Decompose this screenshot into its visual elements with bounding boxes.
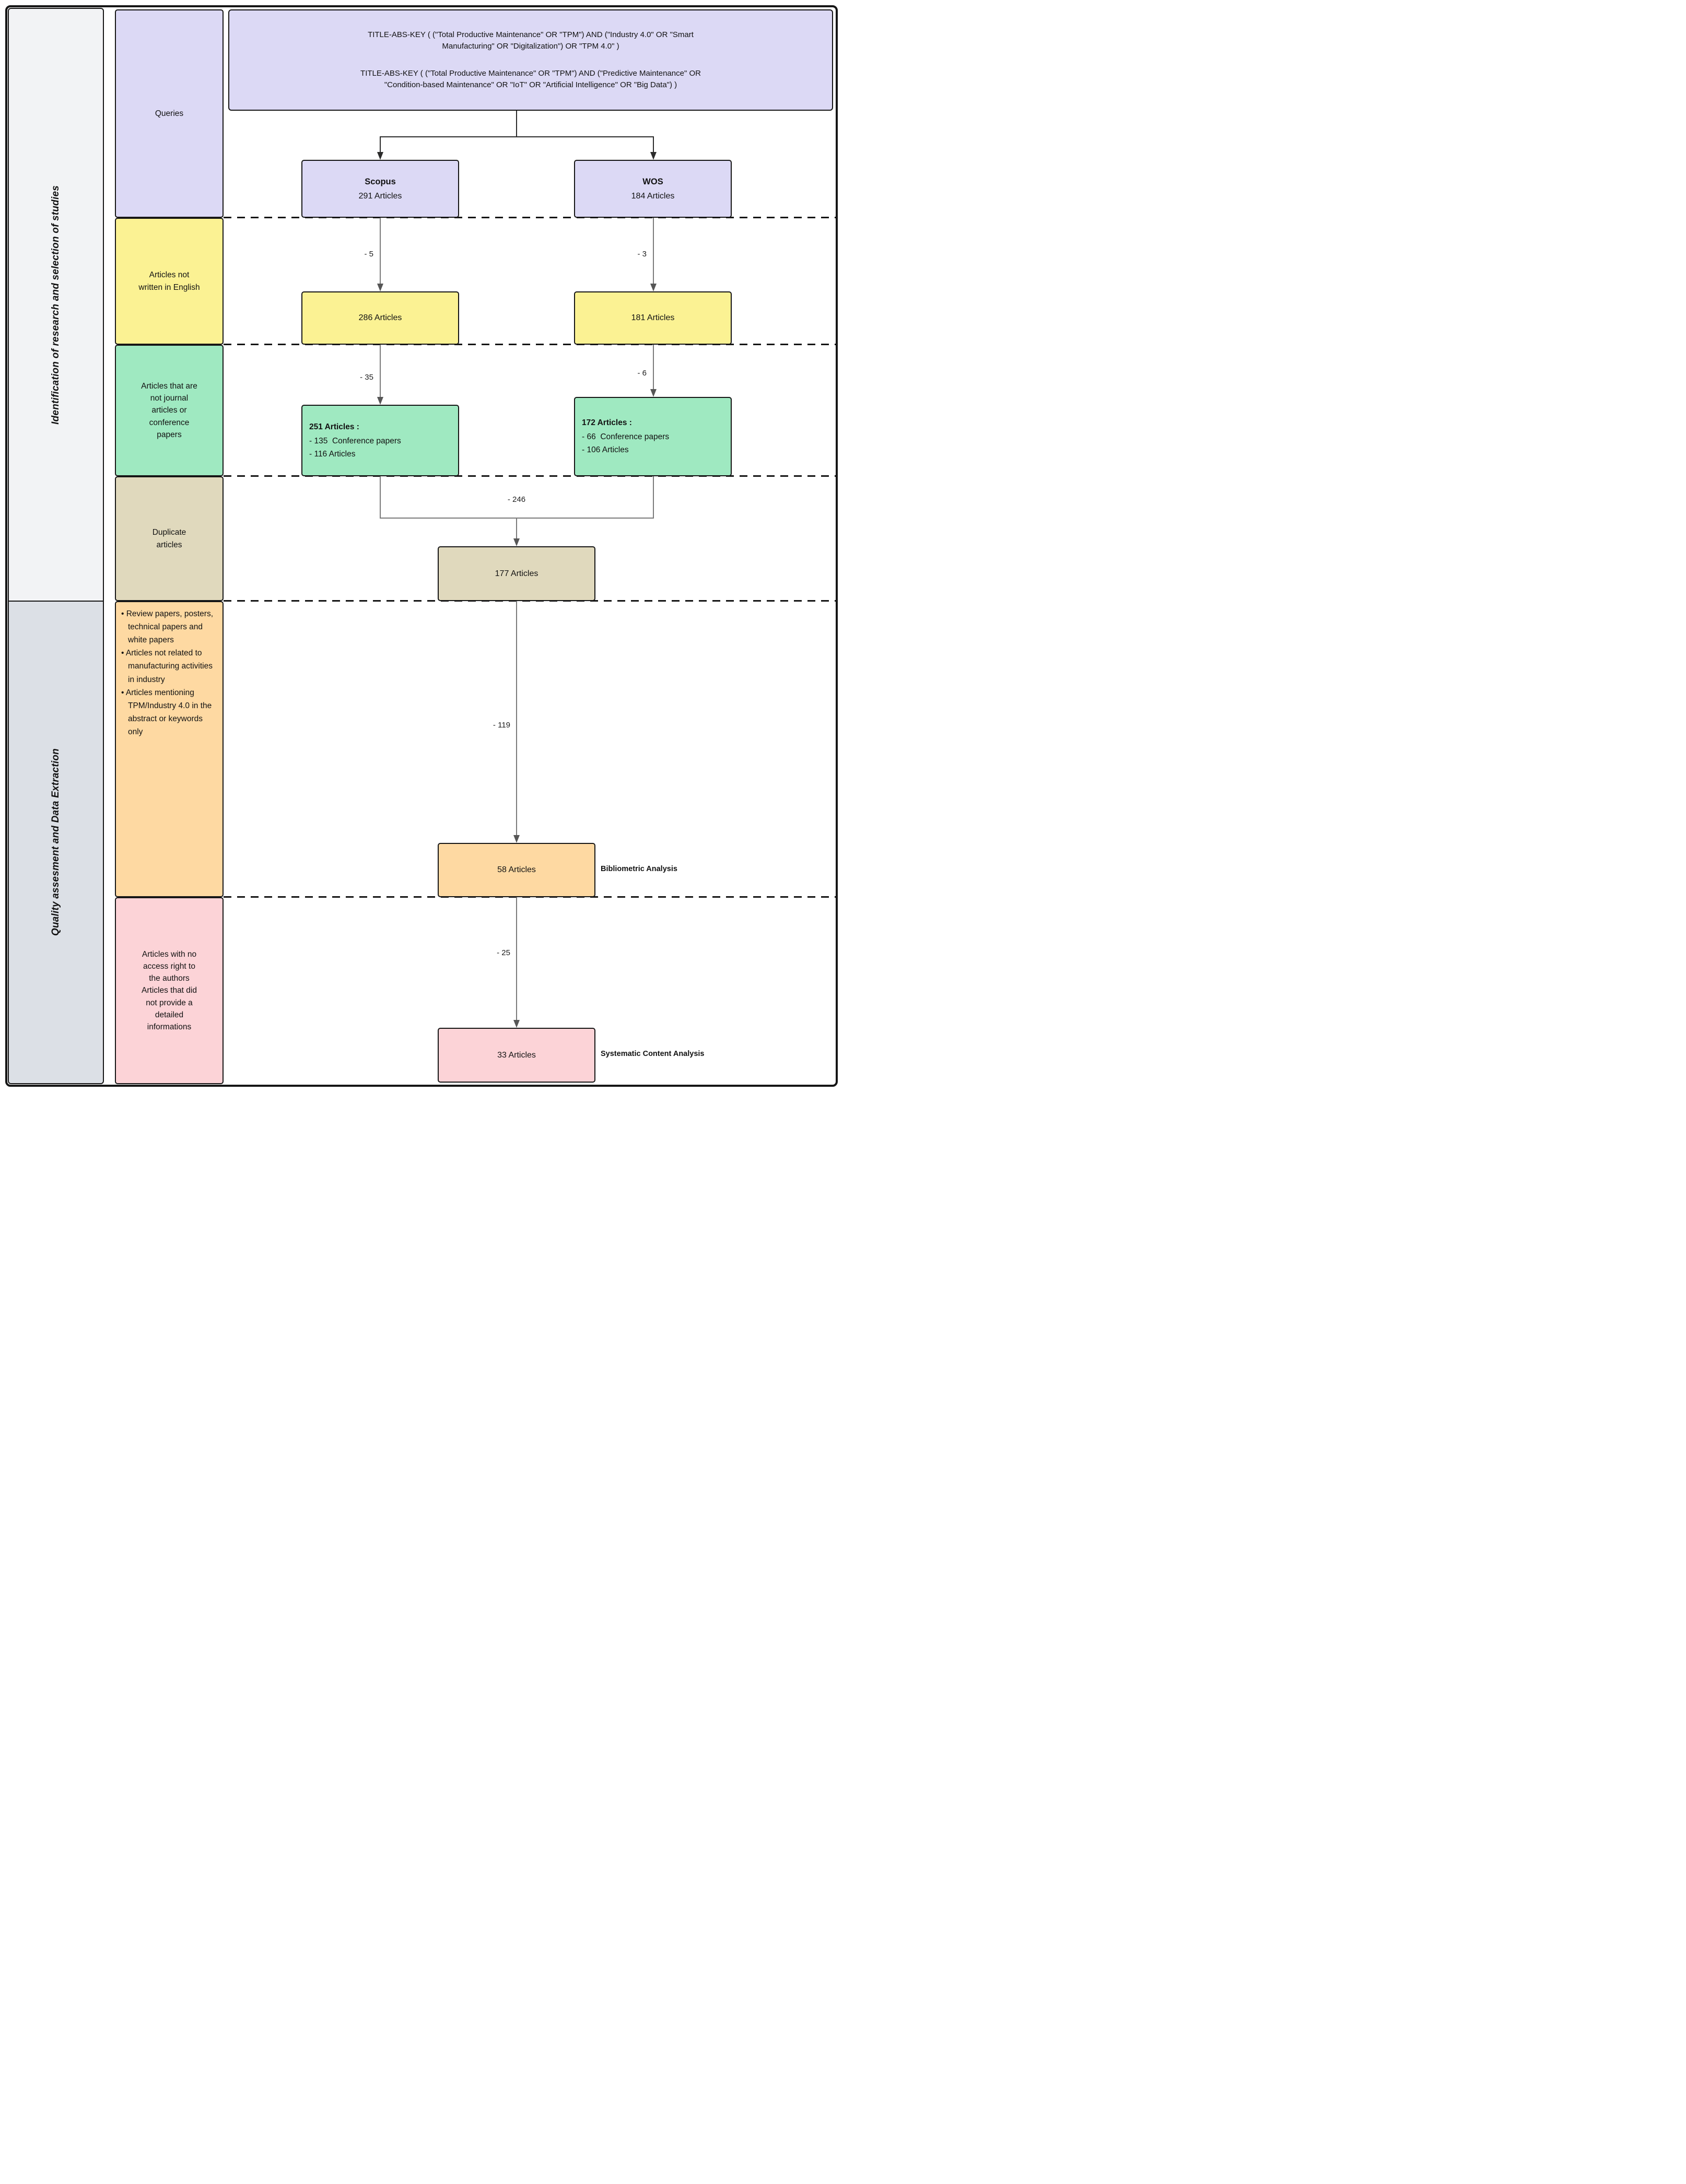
stage-label-no-access-text: Articles with no access right to the aut… xyxy=(142,949,197,1032)
node-bibliometric: 58 Articles xyxy=(438,843,595,897)
node-content-count: 33 Articles xyxy=(497,1050,536,1060)
annotation-bibliometric: Bibliometric Analysis xyxy=(601,865,677,873)
edge-label-wos-language: - 3 xyxy=(637,250,647,259)
connector-to-scopus xyxy=(380,136,381,152)
arrowhead-wos-language xyxy=(650,284,657,291)
connector-merge-left xyxy=(380,476,381,519)
annotation-content: Systematic Content Analysis xyxy=(601,1050,705,1058)
node-scopus-filtered-line2: - 116 Articles xyxy=(309,449,356,459)
connector-wos-language xyxy=(653,218,654,284)
connector-screening xyxy=(516,601,517,836)
edge-label-duplicates: - 246 xyxy=(507,495,526,504)
node-scopus-count: 291 Articles xyxy=(358,191,402,201)
exclusion-list: Review papers, posters, technical papers… xyxy=(116,602,223,744)
arrowhead-scopus-language xyxy=(377,284,383,291)
node-wos-title: WOS xyxy=(642,177,663,186)
sidebar-label-quality: Quality assesment and Data Extraction xyxy=(50,748,61,936)
stage-label-duplicates: Duplicate articles xyxy=(115,476,224,601)
node-scopus-english-count: 286 Articles xyxy=(358,313,402,322)
node-merged-count: 177 Articles xyxy=(495,569,538,578)
stage-label-queries-text: Queries xyxy=(155,109,184,118)
node-scopus-english: 286 Articles xyxy=(301,291,459,345)
query-string-1: TITLE-ABS-KEY ( ("Total Productive Maint… xyxy=(368,30,694,51)
stage-label-not-journal-text: Articles that are not journal articles o… xyxy=(141,381,197,439)
node-scopus-filtered: 251 Articles : - 135 Conference papers -… xyxy=(301,405,459,476)
connector-queries-split xyxy=(380,136,654,137)
edge-label-scopus-language: - 5 xyxy=(364,250,373,259)
arrowhead-wos xyxy=(650,152,657,160)
connector-to-wos xyxy=(653,136,654,152)
sidebar-section-quality: Quality assesment and Data Extraction xyxy=(8,601,104,1084)
edge-label-screening: - 119 xyxy=(493,721,510,730)
arrowhead-bibliometric xyxy=(513,835,520,843)
node-merged: 177 Articles xyxy=(438,546,595,601)
node-content: 33 Articles xyxy=(438,1028,595,1083)
node-scopus-filtered-title: 251 Articles : xyxy=(309,422,359,431)
connector-wos-type xyxy=(653,345,654,390)
node-wos: WOS 184 Articles xyxy=(574,160,732,218)
node-wos-filtered-title: 172 Articles : xyxy=(582,418,632,427)
connector-merge-stem xyxy=(516,518,517,539)
arrowhead-scopus xyxy=(377,152,383,160)
sidebar-label-identification: Identification of research and selection… xyxy=(50,185,61,425)
node-scopus: Scopus 291 Articles xyxy=(301,160,459,218)
stage-label-exclusions: Review papers, posters, technical papers… xyxy=(115,601,224,897)
arrowhead-merged xyxy=(513,538,520,546)
connector-access xyxy=(516,897,517,1020)
sidebar-section-identification: Identification of research and selection… xyxy=(8,8,104,602)
stage-label-duplicates-text: Duplicate articles xyxy=(152,528,186,549)
node-bibliometric-count: 58 Articles xyxy=(497,865,536,874)
node-scopus-title: Scopus xyxy=(365,177,396,186)
arrowhead-scopus-type xyxy=(377,397,383,405)
stage-divider-1 xyxy=(224,217,836,218)
arrowhead-content xyxy=(513,1020,520,1028)
query-string-2: TITLE-ABS-KEY ( ("Total Productive Maint… xyxy=(360,69,701,89)
connector-scopus-language xyxy=(380,218,381,284)
stage-label-no-access: Articles with no access right to the aut… xyxy=(115,897,224,1084)
node-wos-filtered-line1: - 66 Conference papers xyxy=(582,432,670,441)
edge-label-wos-type: - 6 xyxy=(637,369,647,378)
node-wos-filtered: 172 Articles : - 66 Conference papers - … xyxy=(574,397,732,476)
exclusion-item: Articles not related to manufacturing ac… xyxy=(121,647,219,686)
stage-divider-3 xyxy=(224,475,836,477)
stage-label-not-journal: Articles that are not journal articles o… xyxy=(115,345,224,476)
arrowhead-wos-type xyxy=(650,389,657,397)
node-wos-count: 184 Articles xyxy=(631,191,675,201)
edge-label-scopus-type: - 35 xyxy=(360,373,373,382)
stage-label-not-english: Articles not written in English xyxy=(115,218,224,345)
queries-box: TITLE-ABS-KEY ( ("Total Productive Maint… xyxy=(228,9,833,111)
node-wos-english-count: 181 Articles xyxy=(631,313,675,322)
node-scopus-filtered-line1: - 135 Conference papers xyxy=(309,436,401,445)
connector-merge-right xyxy=(653,476,654,519)
stage-divider-2 xyxy=(224,344,836,345)
stage-label-queries: Queries xyxy=(115,9,224,218)
connector-queries-stem xyxy=(516,111,517,137)
exclusion-item: Articles mentioning TPM/Industry 4.0 in … xyxy=(121,686,219,738)
exclusion-item: Review papers, posters, technical papers… xyxy=(121,607,219,647)
node-wos-filtered-line2: - 106 Articles xyxy=(582,445,629,454)
edge-label-access: - 25 xyxy=(497,948,510,957)
node-wos-english: 181 Articles xyxy=(574,291,732,345)
stage-label-not-english-text: Articles not written in English xyxy=(138,271,200,292)
connector-scopus-type xyxy=(380,345,381,397)
